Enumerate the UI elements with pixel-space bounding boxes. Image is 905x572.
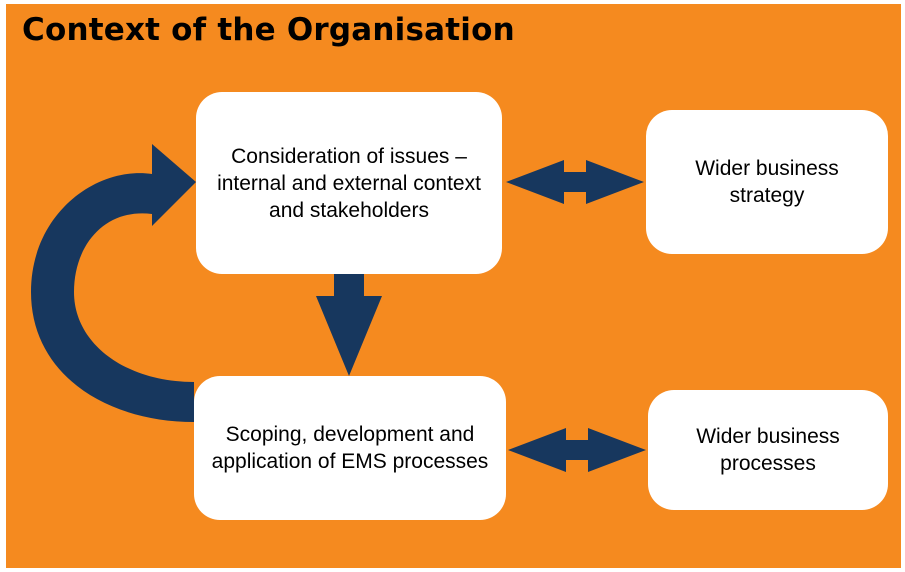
issues-box-label: Consideration of issues – internal and e… <box>217 144 481 222</box>
double-arrow-strategy <box>506 160 644 204</box>
ems-box: Scoping, development and application of … <box>194 376 506 520</box>
down-arrow <box>316 274 382 376</box>
feedback-loop-arrow <box>31 144 196 422</box>
ems-box-label: Scoping, development and application of … <box>211 423 489 473</box>
double-arrow-processes <box>508 428 646 472</box>
strategy-box: Wider business strategy <box>646 110 888 254</box>
strategy-box-label: Wider business strategy <box>695 157 839 207</box>
issues-box: Consideration of issues – internal and e… <box>196 92 502 274</box>
diagram-canvas: Context of the Organisation Consideratio… <box>6 4 901 568</box>
page-title: Context of the Organisation <box>22 12 515 48</box>
processes-box: Wider business processes <box>648 390 888 510</box>
arrows-layer <box>31 144 646 472</box>
processes-box-label: Wider business processes <box>696 425 840 475</box>
